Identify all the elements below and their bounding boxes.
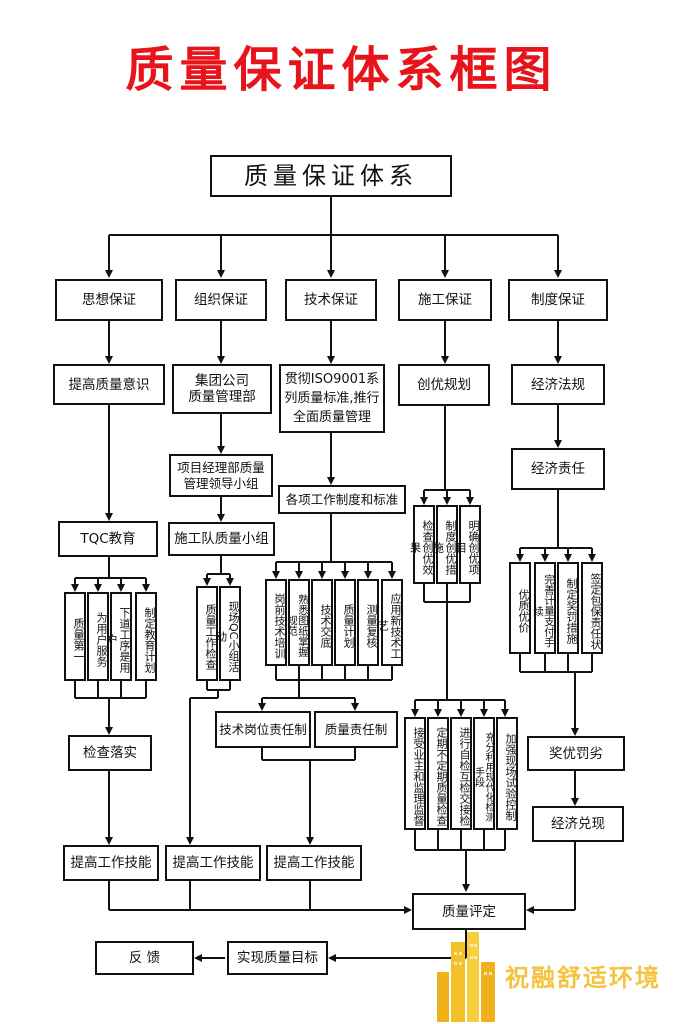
improve-skill-box: 提高工作技能 [63,845,159,881]
improve-skill-box: 提高工作技能 [165,845,261,881]
col1-item-box: 下道工序是用户 [106,592,132,681]
quality-goal-box: 实现质量目标 [227,941,328,975]
team-quality-group-box: 施工队质量小组 [168,522,275,556]
economic-law-box: 经济法规 [511,364,605,405]
category-organization: 组织保证 [175,279,267,321]
col5-item-box: 签定包保责任状 [581,562,603,654]
economic-cash-box: 经济兑现 [532,806,624,842]
col4-top-item-box: 明确创优项目 [455,505,481,584]
category-technical: 技术保证 [285,279,377,321]
quality-resp-box: 质量责任制 [314,711,398,748]
tqc-education-box: TQC教育 [58,521,158,557]
col4-top-item-box: 检查创优效果 [409,505,435,584]
standards-box: 各项工作制度和标准 [278,485,406,514]
building-logo-icon [437,932,495,1022]
col1-item-box: 为用户服务 [87,592,109,681]
col4-bottom-item-box: 接受业主和监理监督 [404,717,426,830]
col2-item-box: 质量工作检查 [196,586,218,681]
check-implement-box: 检查落实 [68,735,152,771]
iso9001-box: 贯彻ISO9001系 列质量标准,推行 全面质量管理 [279,364,385,433]
col4-bottom-item-box: 充分利用现代化检测手段 [473,717,495,830]
quality-evaluation-box: 质量评定 [412,893,526,930]
col3-item-box: 技术交底 [311,579,333,666]
tech-post-resp-box: 技术岗位责任制 [215,711,311,748]
category-thought: 思想保证 [55,279,163,321]
reward-punish-box: 奖优罚劣 [527,736,625,771]
col2-item-box: 现场QC小组活动 [215,586,241,681]
col3-item-box: 岗前技术培训 [265,579,287,666]
col3-item-box: 质量计划 [334,579,356,666]
category-construction: 施工保证 [398,279,492,321]
col4-top-item-box: 制度创优措施 [432,505,458,584]
watermark-text: 祝融舒适环境 [505,964,661,992]
col4-bottom-item-box: 进行自检互检交接检 [450,717,472,830]
col1-item-box: 质量第一 [64,592,86,681]
category-system: 制度保证 [508,279,608,321]
col5-item-box: 制定奖罚措施 [557,562,579,654]
economic-resp-box: 经济责任 [511,448,605,490]
feedback-box: 反 馈 [95,941,194,975]
col3-item-box: 应用新技术工艺 [377,579,403,666]
improve-skill-box: 提高工作技能 [266,845,362,881]
col5-item-box: 完善计量支付手续 [532,562,556,654]
col4-bottom-item-box: 加强现场试验控制 [496,717,518,830]
col1-item-box: 制定教育计划 [135,592,157,681]
project-leadership-box: 项目经理部质量 管理领导小组 [169,454,273,497]
group-quality-dept-box: 集团公司 质量管理部 [172,364,272,414]
root-box: 质量保证体系 [210,155,452,197]
col3-item-box: 测量复核 [357,579,379,666]
page-title: 质量保证体系框图 [125,42,558,98]
col4-bottom-item-box: 定期不定期质量检查 [427,717,449,830]
col3-item-box: 熟悉图纸掌握规范 [286,579,310,666]
excellence-plan-box: 创优规划 [398,364,490,406]
quality-awareness-box: 提高质量意识 [53,364,165,405]
col5-item-box: 优质优价 [509,562,531,654]
